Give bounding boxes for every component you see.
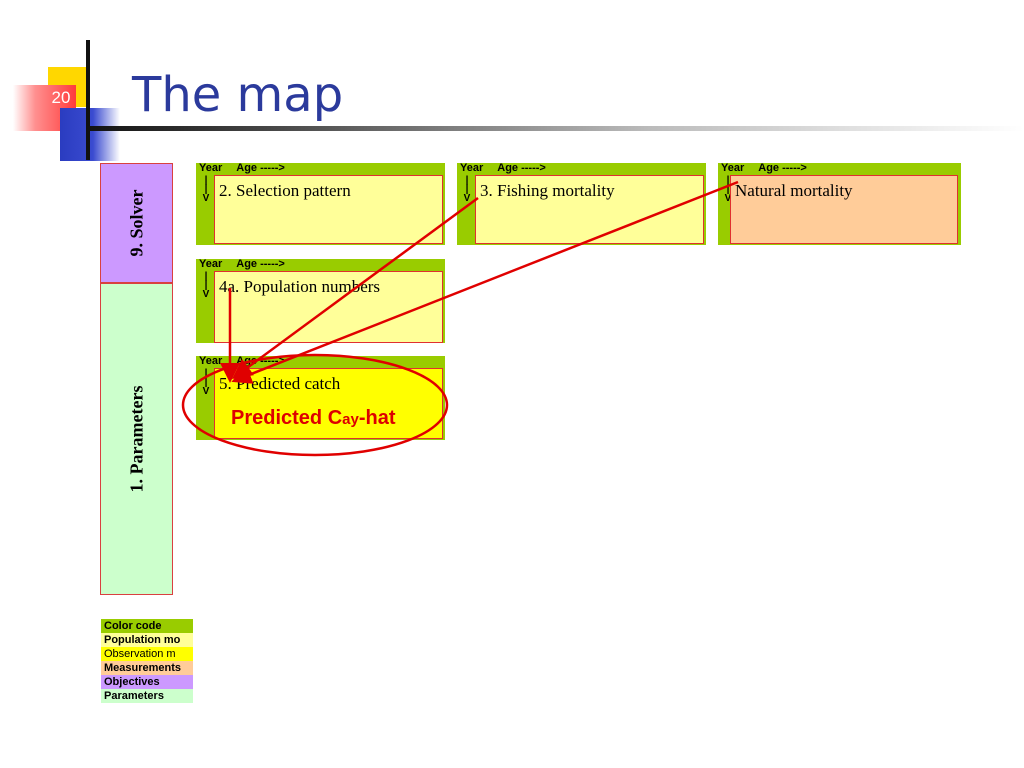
row-arrow-bar: | [726,175,730,186]
row-arrow-head: V [724,193,732,204]
row-arrow-bar: | [204,271,208,282]
legend-label: Observation m [104,648,176,660]
parameters-bar: 1. Parameters [100,283,173,595]
color-code-legend: Color code Population mo Observation m M… [101,619,193,703]
year-label: Year [721,162,745,174]
natural-mortality-label: Natural mortality [735,181,853,200]
age-label: Age -----> [236,162,285,174]
panel-header: Year Age -----> [199,258,285,270]
row-arrow-head: V [202,386,210,397]
arrow-natural-to-catch [231,180,739,384]
row-arrow: ||V [201,368,211,397]
year-label: Year [460,162,484,174]
row-arrow-bar: | [204,175,208,186]
fishing-mortality-box: 3. Fishing mortality [475,175,704,244]
row-arrow: ||V [201,271,211,300]
legend-row: Parameters [101,689,193,703]
age-label: Age -----> [236,258,285,270]
year-label: Year [199,258,223,270]
header-deco-blue-block [60,108,120,161]
panel-header: Year Age -----> [460,162,546,174]
slide-number: 20 [51,88,71,107]
panel-header: Year Age -----> [721,162,807,174]
row-arrow-bar: | [465,175,469,186]
row-arrow: ||V [201,175,211,204]
row-arrow-bar: | [204,377,208,388]
predicted-c-text: Predicted C [231,407,343,429]
row-arrow: ||V [723,175,733,204]
legend-row: Measurements [101,661,193,675]
highlight-ellipse [181,353,449,457]
header-deco-horizontal-line [86,126,1024,131]
legend-label: Population mo [104,634,181,646]
selection-pattern-box: 2. Selection pattern [214,175,443,244]
slide-title: The map [132,67,344,123]
row-arrow-bar: | [204,368,208,379]
age-label: Age -----> [758,162,807,174]
legend-row: Color code [101,619,193,633]
natural-mortality-box: Natural mortality [730,175,958,244]
predicted-subscript: ay [342,411,359,428]
age-label: Age -----> [497,162,546,174]
fishing-mortality-label: 3. Fishing mortality [480,181,615,200]
row-arrow-head: V [463,193,471,204]
solver-bar: 9. Solver [100,163,173,283]
predicted-cay-hat-label: Predicted Cay-hat [231,407,396,430]
legend-label: Measurements [104,662,182,674]
arrow-fishing-to-catch [231,196,479,379]
legend-label: Parameters [104,690,164,702]
legend-label: Objectives [104,676,160,688]
legend-row: Observation m [101,647,193,661]
legend-row: Objectives [101,675,193,689]
row-arrow-bar: | [204,280,208,291]
year-label: Year [199,162,223,174]
row-arrow-bar: | [726,184,730,195]
legend-label: Color code [104,620,162,632]
row-arrow-bar: | [465,184,469,195]
row-arrow: ||V [462,175,472,204]
row-arrow-head: V [202,289,210,300]
predicted-hat-text: -hat [358,407,396,429]
row-arrow-bar: | [204,184,208,195]
header-deco-vertical-line [86,40,90,160]
legend-row: Population mo [101,633,193,647]
selection-pattern-label: 2. Selection pattern [219,181,351,200]
population-numbers-label: 4a. Population numbers [219,277,381,296]
row-arrow-head: V [202,193,210,204]
year-label: Year [199,355,223,367]
panel-header: Year Age -----> [199,162,285,174]
